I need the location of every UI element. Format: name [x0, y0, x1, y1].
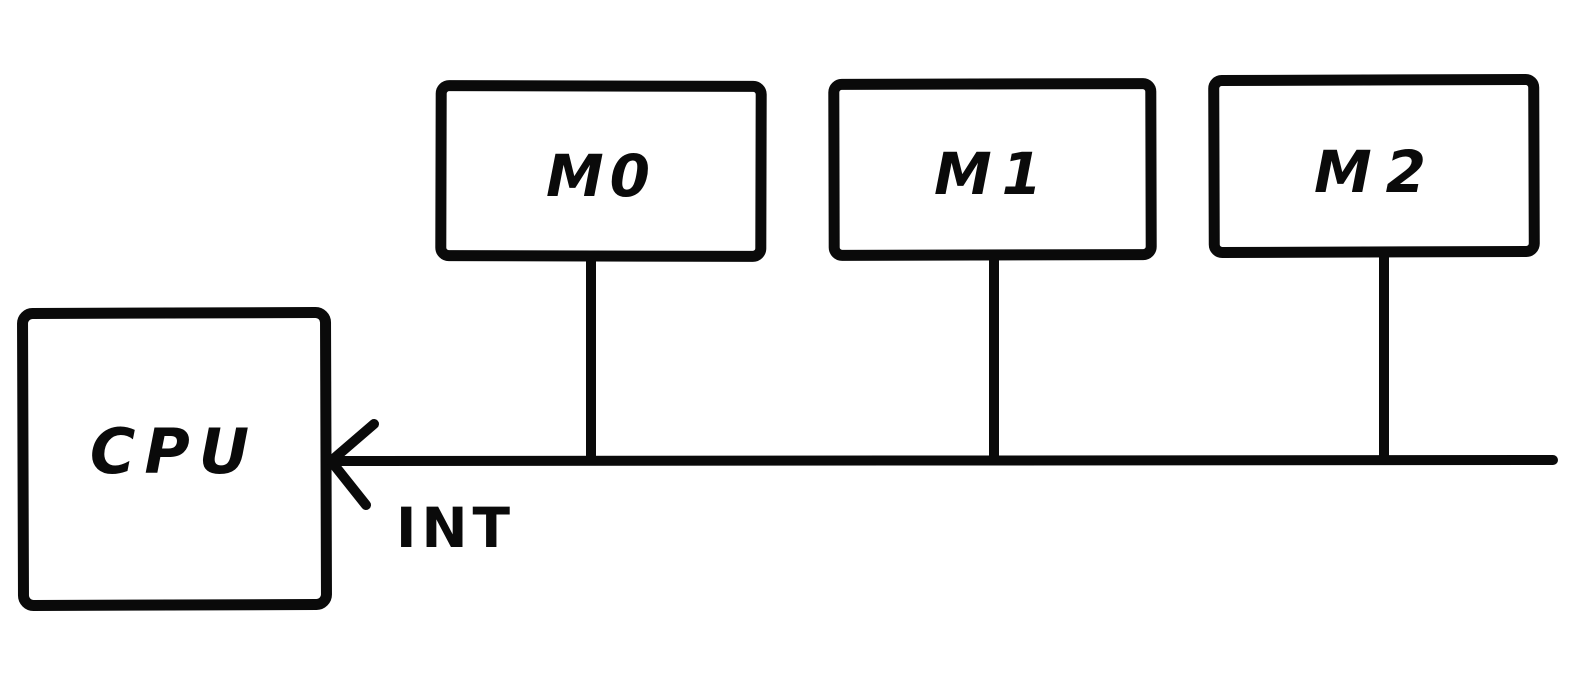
module-box-m2 — [1208, 73, 1540, 259]
module-label-m1: M1 — [934, 140, 1052, 208]
interrupt-bus-line — [334, 455, 1558, 466]
arrowhead-into-cpu-icon — [326, 419, 379, 510]
module-box-m0 — [435, 80, 767, 262]
cpu-label: CPU — [90, 415, 258, 488]
interrupt-line-label: INT — [396, 496, 515, 560]
cpu-box — [17, 307, 332, 611]
module-label-m2: M2 — [1314, 138, 1440, 206]
module-label-m0: M0 — [546, 142, 656, 210]
